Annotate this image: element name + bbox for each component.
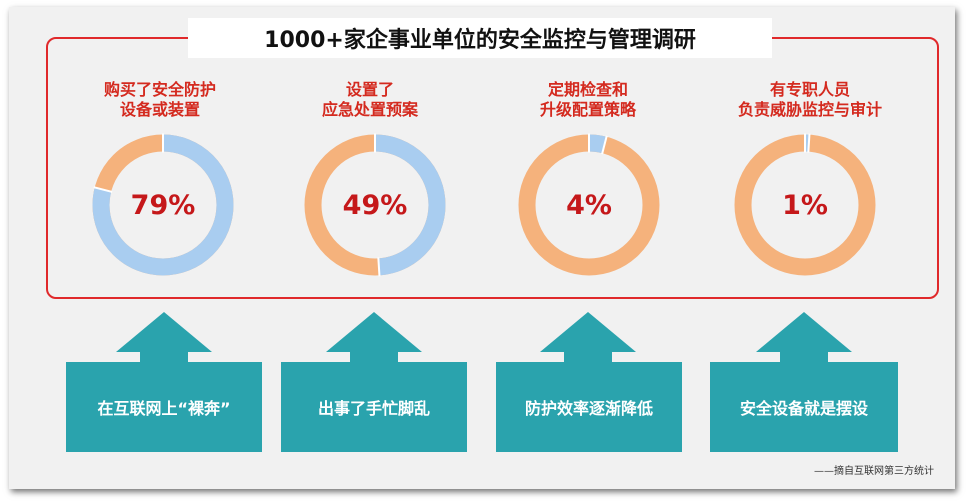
donut-chart-1: 79%: [88, 130, 238, 280]
donut-4-value: 1%: [782, 189, 828, 221]
donut-slice-divider: [377, 257, 381, 277]
stat-label-4-line2: 负责威胁监控与审计: [737, 100, 882, 119]
stat-label-3-line1: 定期检查和: [547, 80, 628, 99]
donut-slice-divider: [601, 135, 608, 155]
arrow-up-icon: [756, 312, 852, 364]
stat-label-1: 购买了安全防护 设备或装置: [60, 80, 260, 120]
source-note: ——摘自互联网第三方统计: [814, 466, 934, 477]
result-text-4: 安全设备就是摆设: [739, 399, 868, 418]
stat-label-1-line2: 设备或装置: [119, 100, 200, 119]
result-box-2: 出事了手忙脚乱: [281, 362, 467, 452]
donut-1-value: 79%: [130, 189, 196, 221]
donut-3-value: 4%: [566, 189, 612, 221]
donut-slice-divider: [807, 133, 811, 153]
stat-label-1-line1: 购买了安全防护: [103, 80, 216, 99]
result-box-1: 在互联网上“裸奔”: [66, 362, 262, 452]
stat-label-2-line2: 应急处置预案: [321, 100, 418, 119]
result-text-1: 在互联网上“裸奔”: [97, 399, 231, 418]
page-title: 1000+家企事业单位的安全监控与管理调研: [264, 28, 696, 53]
arrow-up-icon: [326, 312, 422, 364]
donut-chart-2: 49%: [300, 130, 450, 280]
stat-label-2-line1: 设置了: [345, 80, 394, 99]
donut-chart-4: 1%: [730, 130, 880, 280]
stat-label-4: 有专职人员 负责威胁监控与审计: [710, 80, 910, 120]
title-box: 1000+家企事业单位的安全监控与管理调研: [188, 18, 772, 58]
result-text-2: 出事了手忙脚乱: [317, 399, 430, 418]
stat-label-2: 设置了 应急处置预案: [270, 80, 470, 120]
donut-slice-divider: [93, 186, 113, 193]
result-text-3: 防护效率逐渐降低: [524, 399, 653, 418]
result-box-4: 安全设备就是摆设: [710, 362, 898, 452]
donut-2-value: 49%: [342, 189, 408, 221]
result-box-3: 防护效率逐渐降低: [496, 362, 682, 452]
stat-label-3: 定期检查和 升级配置策略: [488, 80, 688, 120]
arrow-up-icon: [116, 312, 212, 364]
donut-chart-3: 4%: [514, 130, 664, 280]
stat-label-3-line2: 升级配置策略: [539, 100, 636, 119]
arrow-up-icon: [540, 312, 636, 364]
stat-label-4-line1: 有专职人员: [769, 80, 850, 99]
